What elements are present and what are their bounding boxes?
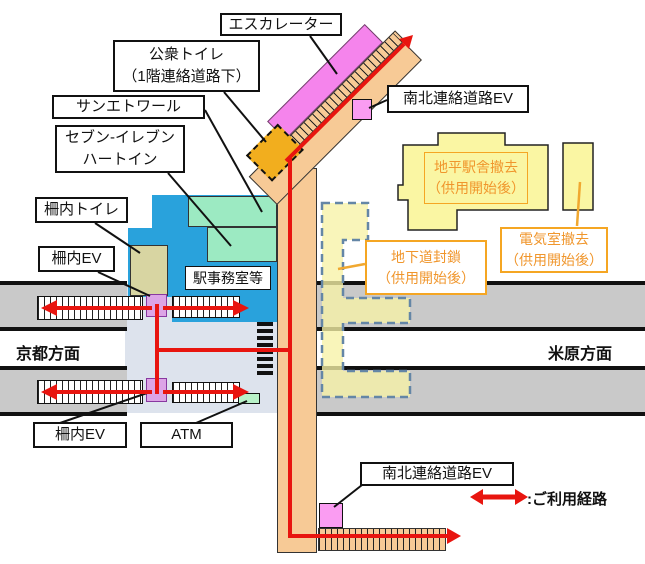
electric-room-note-line2: （供用開始後） [505,252,603,268]
leader-lines [59,35,388,508]
underpass-note-line1: 地下道封鎖 [391,248,461,265]
maibara-direction-text: 米原方面 [548,346,613,363]
ground-station-note-line1: 地平駅舎撤去 [434,159,518,175]
inside-gate-toilet-label: 柵内トイレ [35,197,128,223]
south-exit-stairs [318,528,446,551]
underpass-note-line2: （供用開始後） [377,269,475,286]
north-south-road-ev-top-label: 南北連絡道路EV [387,85,529,113]
kyoto-direction-text: 京都方面 [16,346,81,363]
inside-gate-ev-lower-label-text: 柵内EV [54,426,105,444]
north-south-road-ev-top-unit [352,99,372,120]
underpass-closed-shape [320,201,412,399]
inside-gate-toilet-label-text: 柵内トイレ [43,201,119,219]
legend-route-arrow [470,489,528,505]
atm-unit [238,393,260,404]
public-toilet-label-line1: 公衆トイレ [148,46,224,64]
north-south-road-ev-bottom-label-text: 南北連絡道路EV [381,465,492,483]
inside-gate-ev-upper-label: 柵内EV [38,246,115,272]
seven-eleven-label-line1: セブン-イレブン [65,129,175,147]
legend-route-label: :ご利用経路 [527,491,607,508]
ground-station-note-line2: （供用開始後） [427,180,525,196]
route-arrowheads [41,35,461,544]
electric-room-removal-note: 電気室撤去 （供用開始後） [500,227,608,273]
public-toilet-label: 公衆トイレ （1階連絡道路下） [113,40,260,92]
sun-etoile-label-text: サンエトワール [75,98,181,116]
route-lines [56,42,448,538]
atm-label: ATM [140,422,233,448]
escalator-label: エスカレーター [220,13,342,36]
inside-gate-ev-upper-label-text: 柵内EV [51,250,102,268]
station-office-label: 駅事務室等 [185,266,271,290]
ground-station-removal-note: 地平駅舎撤去 （供用開始後） [424,152,528,204]
underpass-closure-note: 地下道封鎖 （供用開始後） [365,240,487,295]
station-office-label-text: 駅事務室等 [193,269,263,286]
atm-label-text: ATM [171,426,202,444]
escalator-label-text: エスカレーター [228,15,334,33]
seven-eleven-label-line2: ハートイン [82,151,158,168]
inside-gate-ev-lower-label: 柵内EV [33,422,127,448]
orange-leader-lines [337,181,582,271]
public-toilet-label-line2: （1階連絡道路下） [122,68,251,85]
seven-eleven-label: セブン-イレブン ハートイン [55,125,185,173]
north-south-road-ev-top-label-text: 南北連絡道路EV [402,90,513,108]
inside-gate-toilet-area [130,245,168,296]
sun-etoile-label: サンエトワール [52,95,205,119]
electric-room-note-line1: 電気室撤去 [519,231,589,247]
north-south-road-ev-bottom-label: 南北連絡道路EV [360,462,514,486]
north-south-road-ev-bottom-unit [319,503,343,528]
